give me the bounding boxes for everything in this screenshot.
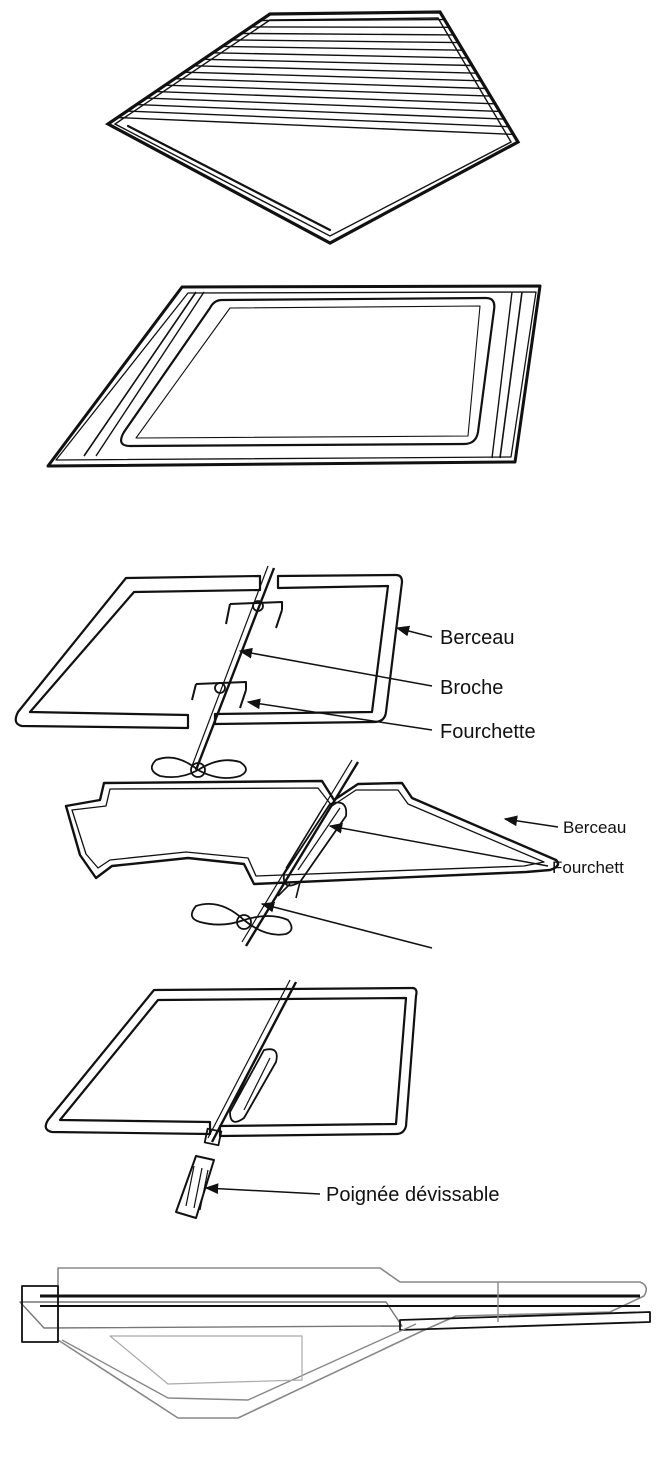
- label-poignee-devissable: Poignée dévissable: [326, 1184, 499, 1206]
- rotisserie-cradle-removable-handle: [44, 979, 418, 1219]
- leader-berceau-2: [503, 815, 559, 828]
- leader-fourchette-2: [328, 822, 549, 867]
- rack-bar: [212, 52, 469, 59]
- rack-bar: [221, 45, 464, 51]
- label-fourchette-1: Fourchette: [440, 721, 536, 743]
- label-fourchette-2: Fourchett: [552, 858, 624, 877]
- rack-bar: [240, 32, 455, 36]
- rotisserie-cradle-side: [64, 759, 560, 947]
- rack-bar: [126, 110, 510, 128]
- rack-bar: [259, 18, 446, 22]
- leader-lines: [204, 625, 559, 1195]
- leader-poignee: [204, 1183, 321, 1195]
- rack-bar: [154, 90, 496, 105]
- label-berceau-2: Berceau: [563, 818, 626, 837]
- leader-fourchette-1: [246, 698, 433, 731]
- leader-berceau-1: [395, 625, 433, 638]
- rack-bar: [145, 97, 501, 113]
- rotisserie-cradle-top: [14, 565, 404, 779]
- label-broche-1: Broche: [440, 677, 503, 699]
- rack-bar: [135, 103, 505, 120]
- leader-handle-2: [260, 901, 433, 949]
- rack-bar: [183, 71, 482, 82]
- telescopic-rails: [19, 1267, 651, 1419]
- wire-rack: [104, 10, 521, 245]
- rack-bar: [202, 58, 473, 67]
- leader-broche-1: [238, 647, 433, 687]
- label-berceau-1: Berceau: [440, 627, 515, 649]
- rack-bar: [231, 39, 460, 44]
- rack-bar: [173, 77, 487, 90]
- rack-bar: [193, 65, 478, 74]
- rack-bar: [164, 84, 492, 97]
- rack-front-rail: [126, 124, 332, 232]
- baking-tray: [46, 284, 542, 468]
- rack-bar: [116, 116, 515, 136]
